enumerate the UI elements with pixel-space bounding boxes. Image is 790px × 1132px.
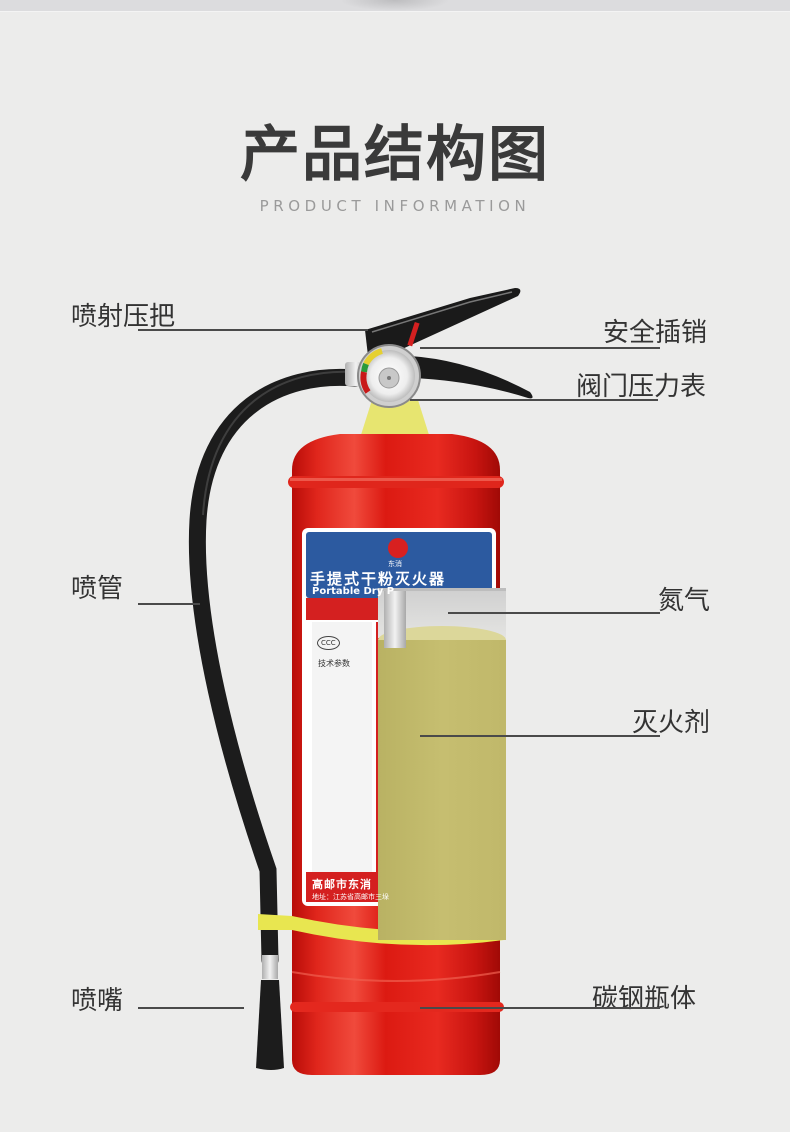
- leader-spray-handle: [138, 329, 368, 331]
- safety-pin: [407, 321, 420, 347]
- label-nitrogen: 氮气: [658, 586, 711, 616]
- spray-handle-lever: [365, 288, 521, 356]
- leader-hose: [138, 603, 200, 605]
- label-product-name-cn: 手提式干粉灭火器: [310, 570, 447, 588]
- top-shadow: [340, 0, 450, 11]
- label-extinguishing-agent: 灭火剂: [632, 708, 711, 738]
- label-hose: 喷管: [71, 574, 124, 604]
- carry-handle: [410, 356, 533, 399]
- siphon-tube: [384, 588, 406, 648]
- cutaway-agent: [378, 640, 506, 940]
- leader-safety-pin: [420, 347, 660, 349]
- label-ccc: CCC: [317, 636, 340, 650]
- leader-valve-gauge: [410, 399, 658, 401]
- leader-steel-body: [420, 1007, 660, 1009]
- leader-extinguishing-agent: [420, 735, 660, 737]
- label-valve-gauge: 阀门压力表: [576, 372, 707, 402]
- label-nozzle: 喷嘴: [71, 986, 124, 1016]
- label-brand: 东消: [388, 560, 402, 568]
- label-spray-handle: 喷射压把: [71, 302, 176, 332]
- brand-logo: [388, 538, 408, 558]
- page-title: 产品结构图: [240, 120, 550, 190]
- nozzle: [256, 980, 284, 1070]
- label-maker: 高邮市东消: [312, 878, 372, 891]
- leader-nozzle: [138, 1007, 244, 1009]
- leader-nitrogen: [448, 612, 660, 614]
- label-steel-body: 碳钢瓶体: [592, 984, 697, 1014]
- label-product-name-en: Portable Dry P: [312, 586, 395, 597]
- label-safety-pin: 安全插销: [603, 318, 708, 348]
- label-specs-heading: 技术参数: [318, 659, 350, 668]
- page-subtitle: PRODUCT INFORMATION: [259, 197, 531, 215]
- top-bar: [0, 0, 790, 12]
- label-address: 地址：江苏省高邮市三垛: [312, 893, 389, 901]
- nozzle-ferrule: [262, 955, 278, 979]
- hose: [188, 368, 364, 969]
- valve-neck: [360, 400, 430, 438]
